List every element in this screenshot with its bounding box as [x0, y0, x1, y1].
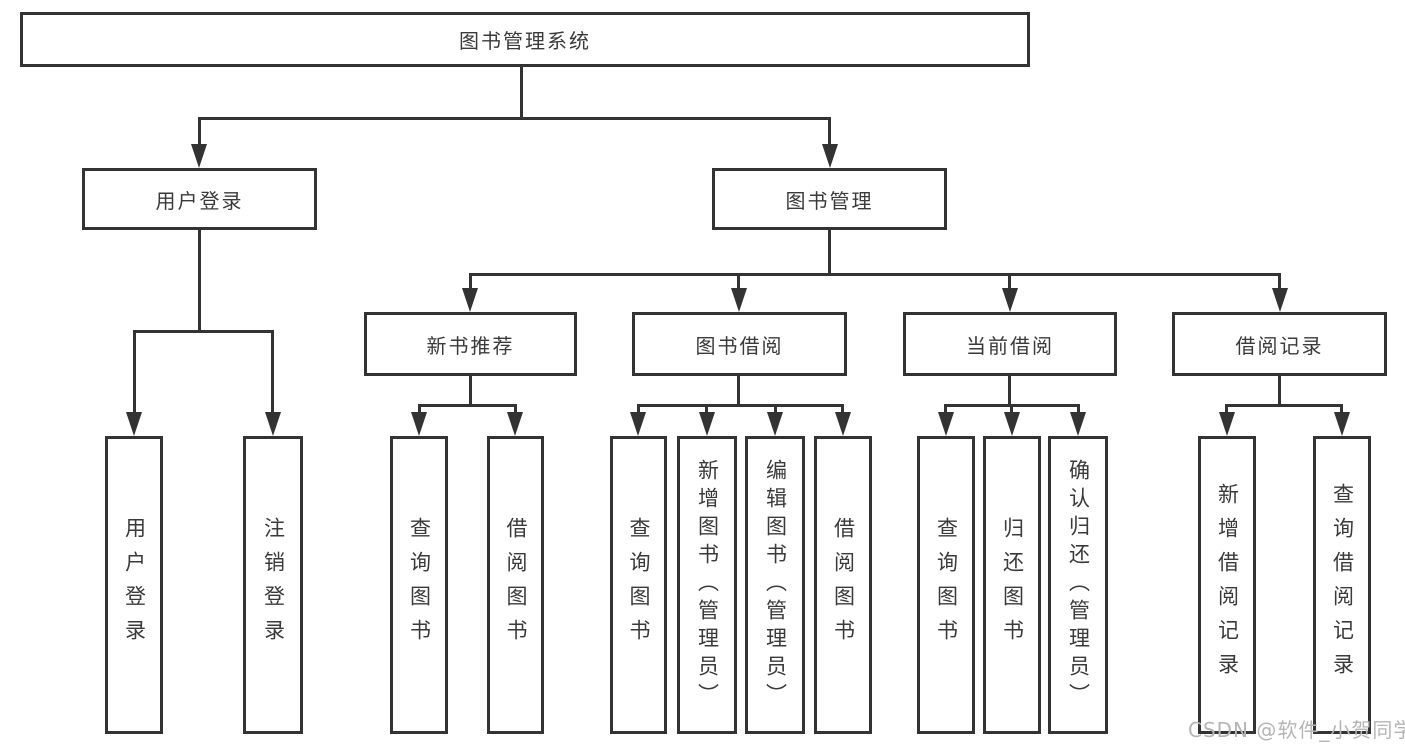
- connector-line: [198, 117, 201, 146]
- leaf-query-borrow-record: 查询借阅记录: [1313, 436, 1371, 734]
- leaf-borrow-books-2: 借阅图书: [814, 436, 872, 734]
- arrow-down-icon: [938, 412, 954, 436]
- connector-line: [637, 404, 844, 407]
- leaf-query-books-borrow: 查询图书: [610, 436, 667, 734]
- arrow-down-icon: [462, 288, 478, 312]
- node-library-management-system: 图书管理系统: [20, 12, 1030, 67]
- arrow-down-icon: [411, 412, 427, 436]
- leaf-query-books-current: 查询图书: [917, 436, 975, 734]
- connector-line: [520, 67, 523, 120]
- connector-line: [133, 330, 274, 333]
- leaf-add-borrow-record: 新增借阅记录: [1198, 436, 1256, 734]
- connector-line: [828, 117, 831, 146]
- arrow-down-icon: [822, 144, 838, 168]
- arrow-down-icon: [767, 412, 783, 436]
- csdn-watermark: CSDN @软件_小贺同学: [1188, 718, 1405, 742]
- leaf-borrow-books-recommend: 借阅图书: [487, 436, 544, 734]
- connector-line: [469, 376, 472, 407]
- connector-line: [1010, 404, 1013, 416]
- connector-line: [737, 376, 740, 407]
- leaf-edit-book-admin: 编辑图书（管理员）: [745, 436, 805, 734]
- arrow-down-icon: [630, 412, 646, 436]
- arrow-down-icon: [265, 412, 281, 436]
- leaf-confirm-return-admin: 确认归还（管理员）: [1048, 436, 1108, 734]
- connector-line: [514, 404, 517, 416]
- node-user-login: 用户登录: [82, 168, 317, 230]
- connector-line: [1008, 376, 1011, 407]
- connector-line: [271, 330, 274, 414]
- connector-line: [198, 117, 831, 120]
- connector-line: [418, 404, 517, 407]
- leaf-logout: 注销登录: [243, 436, 303, 734]
- node-borrowing-records: 借阅记录: [1172, 312, 1387, 376]
- arrow-down-icon: [1334, 412, 1350, 436]
- leaf-add-book-admin: 新增图书（管理员）: [677, 436, 737, 734]
- arrow-down-icon: [126, 412, 142, 436]
- node-current-borrowing: 当前借阅: [903, 312, 1117, 376]
- connector-line: [1225, 404, 1343, 407]
- connector-line: [1278, 273, 1281, 290]
- arrow-down-icon: [835, 412, 851, 436]
- arrow-down-icon: [191, 144, 207, 168]
- arrow-down-icon: [699, 412, 715, 436]
- connector-line: [469, 273, 1281, 276]
- connector-line: [1278, 376, 1281, 407]
- leaf-user-login: 用户登录: [105, 436, 163, 734]
- connector-line: [705, 404, 708, 416]
- connector-line: [133, 330, 136, 414]
- connector-line: [1225, 404, 1228, 416]
- leaf-query-books-recommend: 查询图书: [390, 436, 448, 734]
- connector-line: [1008, 273, 1011, 290]
- connector-line: [737, 273, 740, 290]
- connector-line: [828, 230, 831, 276]
- connector-line: [774, 404, 777, 416]
- connector-line: [1077, 404, 1080, 416]
- node-book-borrowing: 图书借阅: [632, 312, 847, 376]
- connector-line: [944, 404, 947, 416]
- arrow-down-icon: [1272, 288, 1288, 312]
- connector-line: [198, 230, 201, 333]
- node-new-book-recommendation: 新书推荐: [364, 312, 577, 376]
- node-book-management: 图书管理: [712, 168, 947, 230]
- connector-line: [469, 273, 472, 290]
- arrow-down-icon: [1002, 288, 1018, 312]
- connector-line: [637, 404, 640, 416]
- leaf-return-books: 归还图书: [983, 436, 1041, 734]
- connector-line: [841, 404, 844, 416]
- arrow-down-icon: [1004, 412, 1020, 436]
- arrow-down-icon: [507, 412, 523, 436]
- connector-line: [1340, 404, 1343, 416]
- connector-line: [418, 404, 421, 416]
- arrow-down-icon: [1070, 412, 1086, 436]
- arrow-down-icon: [1219, 412, 1235, 436]
- arrow-down-icon: [731, 288, 747, 312]
